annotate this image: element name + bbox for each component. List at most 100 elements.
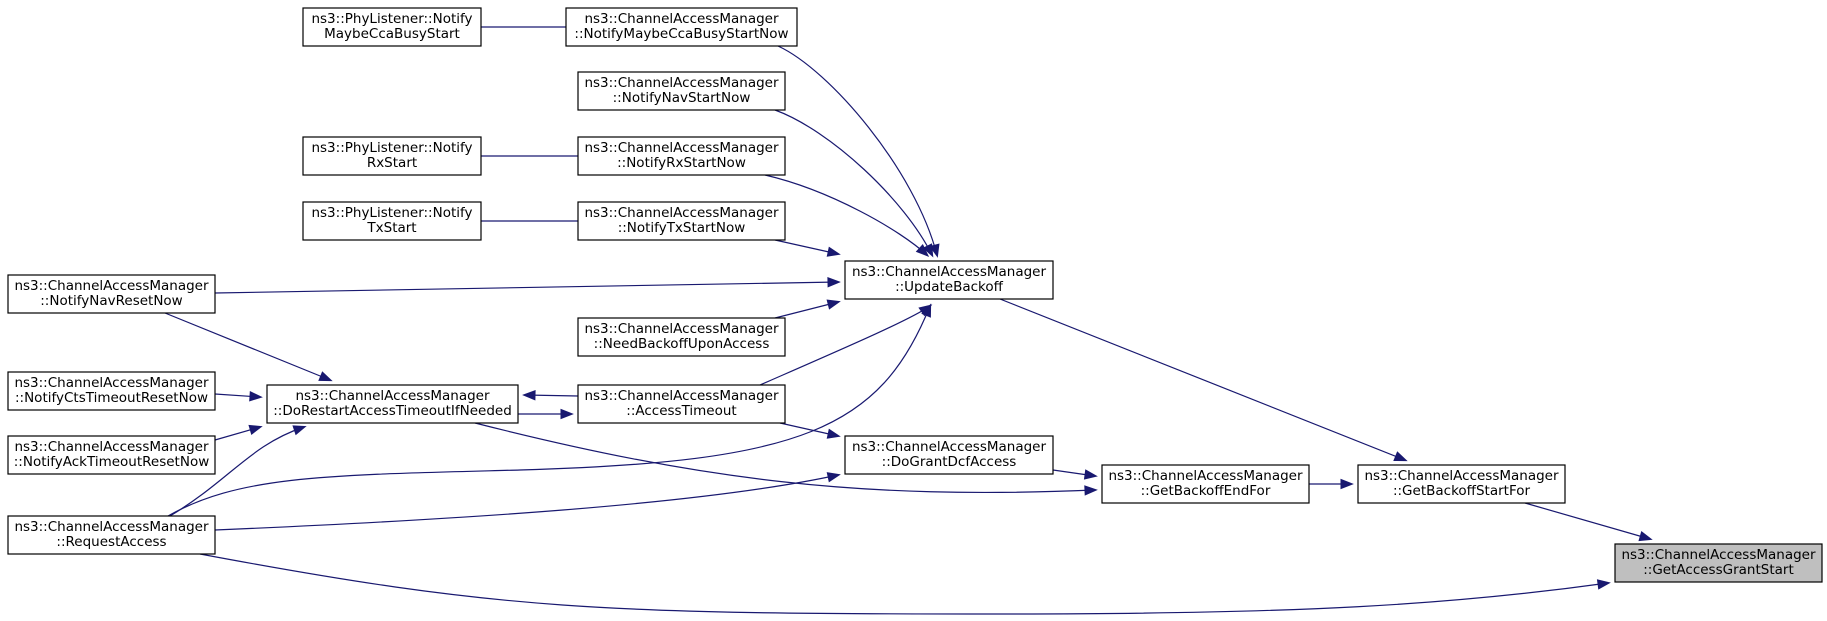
node-box [266, 384, 519, 424]
edge-line [774, 109, 933, 256]
node-doRestart[interactable]: ns3::ChannelAccessManager::DoRestartAcce… [266, 384, 519, 424]
node-label-line: ::NotifyAckTimeoutResetNow [14, 454, 210, 470]
node-label-line: ::NotifyCtsTimeoutResetNow [15, 390, 208, 406]
node-box [7, 435, 216, 475]
edge-needBackoff-to-updateBackoff [774, 299, 841, 319]
node-requestAccess[interactable]: ns3::ChannelAccessManager::RequestAccess [7, 515, 216, 555]
arrowhead-icon [560, 408, 574, 420]
arrowhead-icon [1083, 469, 1098, 480]
node-label-line: ns3::PhyListener::Notify [311, 11, 472, 27]
node-box [1101, 464, 1310, 504]
arrowhead-icon [1638, 531, 1653, 542]
edge-line [214, 281, 839, 294]
edge-accessTimeout-to-doRestart [522, 389, 579, 401]
node-label-line: ::GetBackoffStartFor [1393, 483, 1531, 499]
node-label-line: ns3::ChannelAccessManager [14, 519, 209, 535]
node-box [577, 201, 786, 241]
edge-line [999, 298, 1406, 461]
node-doGrant[interactable]: ns3::ChannelAccessManager::DoGrantDcfAcc… [844, 435, 1054, 475]
edge-navReset-to-doRestart [164, 312, 333, 382]
edge-line [764, 174, 928, 256]
node-box [7, 515, 216, 555]
node-label-line: ns3::ChannelAccessManager [14, 278, 209, 294]
node-box [577, 136, 786, 176]
edge-camTx-to-updateBackoff [774, 239, 841, 257]
node-accessTimeout[interactable]: ns3::ChannelAccessManager::AccessTimeout [577, 384, 786, 424]
node-camRx[interactable]: ns3::ChannelAccessManager::NotifyRxStart… [577, 136, 786, 176]
node-camNavStart[interactable]: ns3::ChannelAccessManager::NotifyNavStar… [577, 71, 786, 111]
node-phyMaybe[interactable]: ns3::PhyListener::NotifyMaybeCcaBusyStar… [302, 7, 482, 47]
edge-line [759, 305, 931, 386]
nodes-layer: ns3::PhyListener::NotifyMaybeCcaBusyStar… [7, 7, 1823, 583]
node-backoffEnd[interactable]: ns3::ChannelAccessManager::GetBackoffEnd… [1101, 464, 1310, 504]
edge-camNavStart-to-updateBackoff [774, 109, 934, 258]
node-label-line: ns3::ChannelAccessManager [584, 140, 779, 156]
node-box [7, 274, 216, 314]
node-box [1357, 464, 1566, 504]
node-label-line: ns3::ChannelAccessManager [1108, 468, 1303, 484]
node-label-line: ns3::ChannelAccessManager [14, 375, 209, 391]
node-label-line: ::NeedBackoffUponAccess [594, 336, 770, 352]
node-box [302, 201, 482, 241]
arrowhead-icon [826, 299, 841, 310]
edge-doGrant-to-backoffEnd [1052, 469, 1098, 480]
node-box [565, 7, 798, 47]
edge-ctsTimeout-to-doRestart [214, 391, 263, 402]
node-box [7, 371, 216, 411]
edge-line [199, 553, 1609, 615]
node-label-line: ::AccessTimeout [626, 403, 736, 419]
node-label-line: ns3::ChannelAccessManager [584, 75, 779, 91]
node-label-line: ::DoGrantDcfAccess [882, 454, 1017, 470]
edge-doRestart-to-accessTimeout [518, 408, 574, 420]
arrowhead-icon [1340, 478, 1354, 490]
edge-requestAccess-to-updateBackoff [167, 303, 932, 517]
edge-line [777, 45, 938, 256]
node-label-line: ::NotifyNavStartNow [613, 90, 751, 106]
node-label-line: ::NotifyTxStartNow [618, 220, 746, 236]
node-label-line: RxStart [367, 155, 417, 171]
node-label-line: ::NotifyNavResetNow [40, 293, 182, 309]
edge-doRestart-to-backoffEnd [474, 422, 1098, 496]
edge-requestAccess-to-doRestart [169, 425, 307, 517]
node-label-line: ::DoRestartAccessTimeoutIfNeeded [273, 403, 512, 419]
edge-backoffStart-to-grantStart [1524, 502, 1653, 542]
arrowhead-icon [1393, 451, 1408, 462]
edge-line [774, 239, 839, 255]
arrowhead-icon [1596, 579, 1611, 590]
node-phyRx[interactable]: ns3::PhyListener::NotifyRxStart [302, 136, 482, 176]
node-label-line: ns3::ChannelAccessManager [584, 388, 779, 404]
arrowhead-icon [826, 472, 841, 483]
node-backoffStart[interactable]: ns3::ChannelAccessManager::GetBackoffSta… [1357, 464, 1566, 504]
node-ctsTimeout[interactable]: ns3::ChannelAccessManager::NotifyCtsTime… [7, 371, 216, 411]
edge-camRx-to-updateBackoff [764, 174, 930, 257]
node-box [844, 435, 1054, 475]
node-camTx[interactable]: ns3::ChannelAccessManager::NotifyTxStart… [577, 201, 786, 241]
node-needBackoff[interactable]: ns3::ChannelAccessManager::NeedBackoffUp… [577, 317, 786, 357]
arrowhead-icon [826, 428, 841, 439]
node-label-line: TxStart [366, 220, 416, 236]
node-box [302, 136, 482, 176]
edge-line [214, 474, 839, 531]
edge-navReset-to-updateBackoff [214, 276, 841, 294]
arrowhead-icon [248, 424, 263, 435]
node-label-line: ns3::ChannelAccessManager [852, 439, 1047, 455]
node-ackTimeout[interactable]: ns3::ChannelAccessManager::NotifyAckTime… [7, 435, 216, 475]
node-navReset[interactable]: ns3::ChannelAccessManager::NotifyNavRese… [7, 274, 216, 314]
node-phyTx[interactable]: ns3::PhyListener::NotifyTxStart [302, 201, 482, 241]
node-camMaybe[interactable]: ns3::ChannelAccessManager::NotifyMaybeCc… [565, 7, 798, 47]
node-label-line: ns3::PhyListener::Notify [311, 140, 472, 156]
arrowhead-icon [249, 391, 263, 402]
node-box [1614, 543, 1823, 583]
edge-accessTimeout-to-updateBackoff [759, 304, 933, 386]
arrowhead-icon [318, 371, 333, 382]
node-label-line: ns3::ChannelAccessManager [584, 321, 779, 337]
node-label-line: ns3::ChannelAccessManager [14, 439, 209, 455]
edge-backoffEnd-to-backoffStart [1309, 478, 1354, 490]
node-updateBackoff[interactable]: ns3::ChannelAccessManager::UpdateBackoff [844, 260, 1054, 300]
node-label-line: ::RequestAccess [56, 534, 166, 550]
node-label-line: ::NotifyRxStartNow [617, 155, 746, 171]
edge-line [164, 312, 331, 381]
arrowhead-icon [826, 246, 841, 257]
edge-camMaybe-to-updateBackoff [777, 45, 940, 258]
